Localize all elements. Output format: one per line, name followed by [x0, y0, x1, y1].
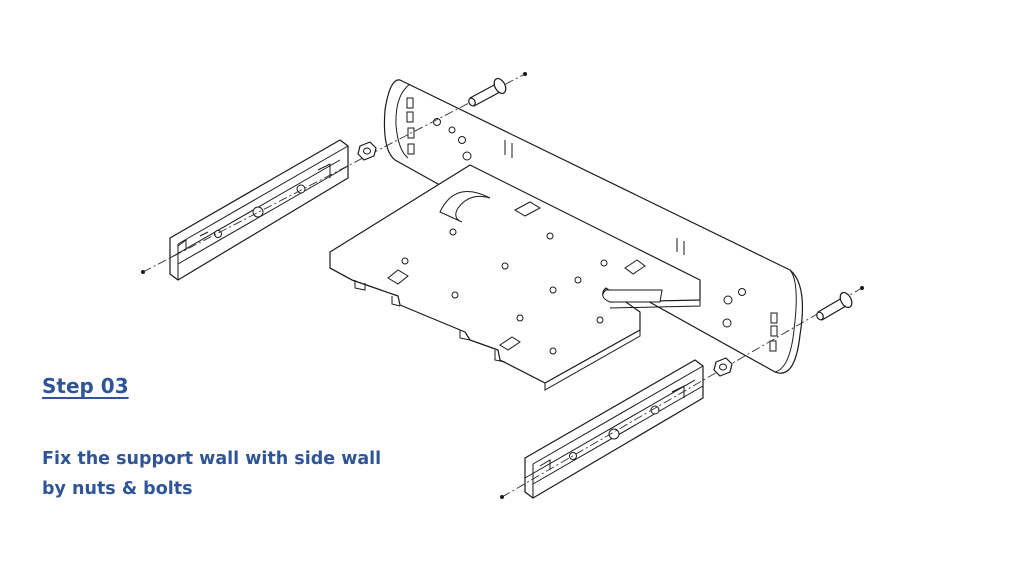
axis-endpoint: [523, 72, 527, 76]
base-plate-hole: [451, 291, 459, 299]
nut-lower: [713, 357, 733, 377]
side-wall-slot-hole: [406, 97, 414, 109]
base-plate-hole: [449, 228, 457, 236]
bolt-upper: [468, 77, 507, 107]
base-plate-hole: [501, 262, 509, 270]
base-plate-hole: [549, 286, 557, 294]
base-plate-hole: [549, 347, 557, 355]
support-wall-right: [524, 359, 704, 499]
side-wall-hole: [458, 136, 466, 144]
assembly-axis-upper: [142, 73, 526, 273]
base-plate: [329, 164, 701, 391]
bolt-lower: [816, 291, 853, 321]
nut-upper: [357, 141, 377, 161]
base-plate-hole: [516, 314, 524, 322]
side-wall-hole: [723, 295, 733, 305]
base-plate-hole: [596, 316, 604, 324]
side-wall-slot-hole: [406, 111, 414, 123]
side-wall-hole: [448, 126, 456, 134]
support-wall-left: [169, 139, 349, 281]
side-wall-hole: [738, 288, 746, 296]
support-wall-hole: [608, 428, 620, 440]
step-description: Fix the support wall with side wall by n…: [42, 449, 382, 499]
axis-endpoint: [500, 495, 504, 499]
base-plate-hole: [401, 257, 409, 265]
side-wall-slot-hole: [407, 143, 415, 155]
step-title: Step 03: [42, 374, 129, 398]
axis-endpoint: [860, 286, 864, 290]
side-wall-slot-hole: [769, 340, 777, 352]
assembly-axis-lower: [501, 287, 863, 498]
side-wall-hole: [462, 151, 472, 161]
axis-endpoint: [141, 270, 145, 274]
side-wall-slot-hole: [770, 325, 778, 337]
base-plate-hole: [546, 232, 554, 240]
base-plate-hole: [600, 259, 608, 267]
side-wall-hole: [722, 318, 732, 328]
support-wall-hole: [252, 206, 264, 218]
base-plate-hole: [574, 276, 582, 284]
side-wall-slot-hole: [770, 312, 778, 324]
